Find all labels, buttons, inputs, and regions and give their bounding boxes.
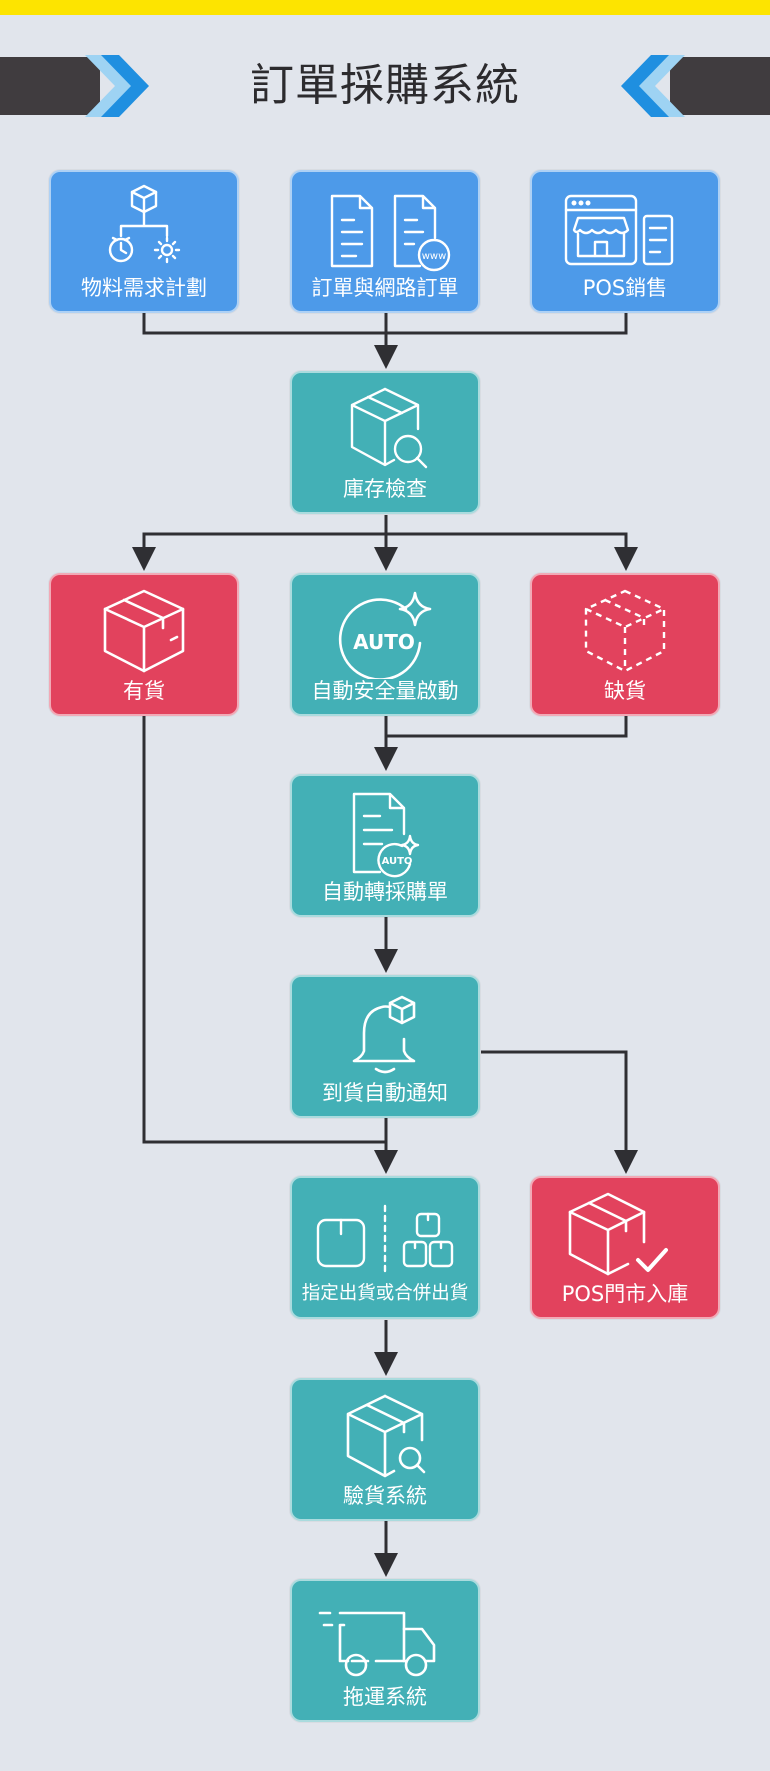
hierarchy-clock-gear-icon (108, 184, 181, 264)
node-out-of-stock-label: 缺貨 (604, 679, 646, 703)
node-inventory-check-label: 庫存檢查 (343, 477, 427, 501)
split-merge-boxes-icon (316, 1204, 454, 1278)
node-pos-sales: POS銷售 (530, 170, 720, 313)
box-icon (103, 589, 185, 673)
node-mrp-label: 物料需求計劃 (81, 276, 207, 300)
node-pos-sales-label: POS銷售 (582, 276, 668, 300)
node-pos-store-stock: POS門市入庫 (530, 1176, 720, 1319)
storefront-icon (564, 194, 674, 266)
node-mrp: 物料需求計劃 (49, 170, 239, 313)
node-arrival-notice-label: 到貨自動通知 (322, 1081, 448, 1105)
header-band-left (0, 57, 100, 115)
node-inspection: 驗貨系統 (290, 1378, 480, 1521)
documents-www-icon: www (330, 194, 451, 272)
node-auto-po-label: 自動轉採購單 (322, 880, 448, 904)
node-in-stock-label: 有貨 (123, 679, 165, 703)
document-auto-icon: AUTO (352, 792, 420, 878)
header-band-right (670, 57, 770, 115)
node-shipping: 指定出貨或合併出貨 (290, 1176, 480, 1319)
svg-text:AUTO: AUTO (382, 856, 413, 867)
node-orders: www 訂單與網路訂單 (290, 170, 480, 313)
bell-box-icon (352, 995, 416, 1074)
dashed-box-icon (584, 589, 666, 673)
node-transport-label: 拖運系統 (343, 1685, 427, 1709)
svg-text:AUTO: AUTO (353, 630, 415, 654)
node-auto-safety-label: 自動安全量啟動 (311, 679, 459, 703)
box-magnifier-icon (350, 387, 428, 469)
svg-text:www: www (422, 251, 447, 262)
truck-icon (318, 1611, 436, 1677)
node-auto-po: AUTO 自動轉採購單 (290, 774, 480, 917)
page-title: 訂單採購系統 (250, 60, 520, 111)
box-inspect-icon (346, 1394, 426, 1478)
auto-sparkle-icon: AUTO (338, 591, 432, 679)
node-out-of-stock: 缺貨 (530, 573, 720, 716)
node-auto-safety: AUTO 自動安全量啟動 (290, 573, 480, 716)
node-inventory-check: 庫存檢查 (290, 371, 480, 514)
top-accent-bar (0, 0, 770, 15)
node-orders-label: 訂單與網路訂單 (311, 276, 459, 300)
chevron-left-icon (621, 55, 685, 117)
node-shipping-label: 指定出貨或合併出貨 (301, 1283, 469, 1304)
header-banner (0, 55, 770, 117)
node-transport: 拖運系統 (290, 1579, 480, 1722)
node-arrival-notice: 到貨自動通知 (290, 975, 480, 1118)
box-check-icon (568, 1192, 668, 1276)
node-inspection-label: 驗貨系統 (343, 1484, 427, 1508)
node-in-stock: 有貨 (49, 573, 239, 716)
node-pos-store-stock-label: POS門市入庫 (561, 1282, 689, 1306)
chevron-right-icon (85, 55, 149, 117)
